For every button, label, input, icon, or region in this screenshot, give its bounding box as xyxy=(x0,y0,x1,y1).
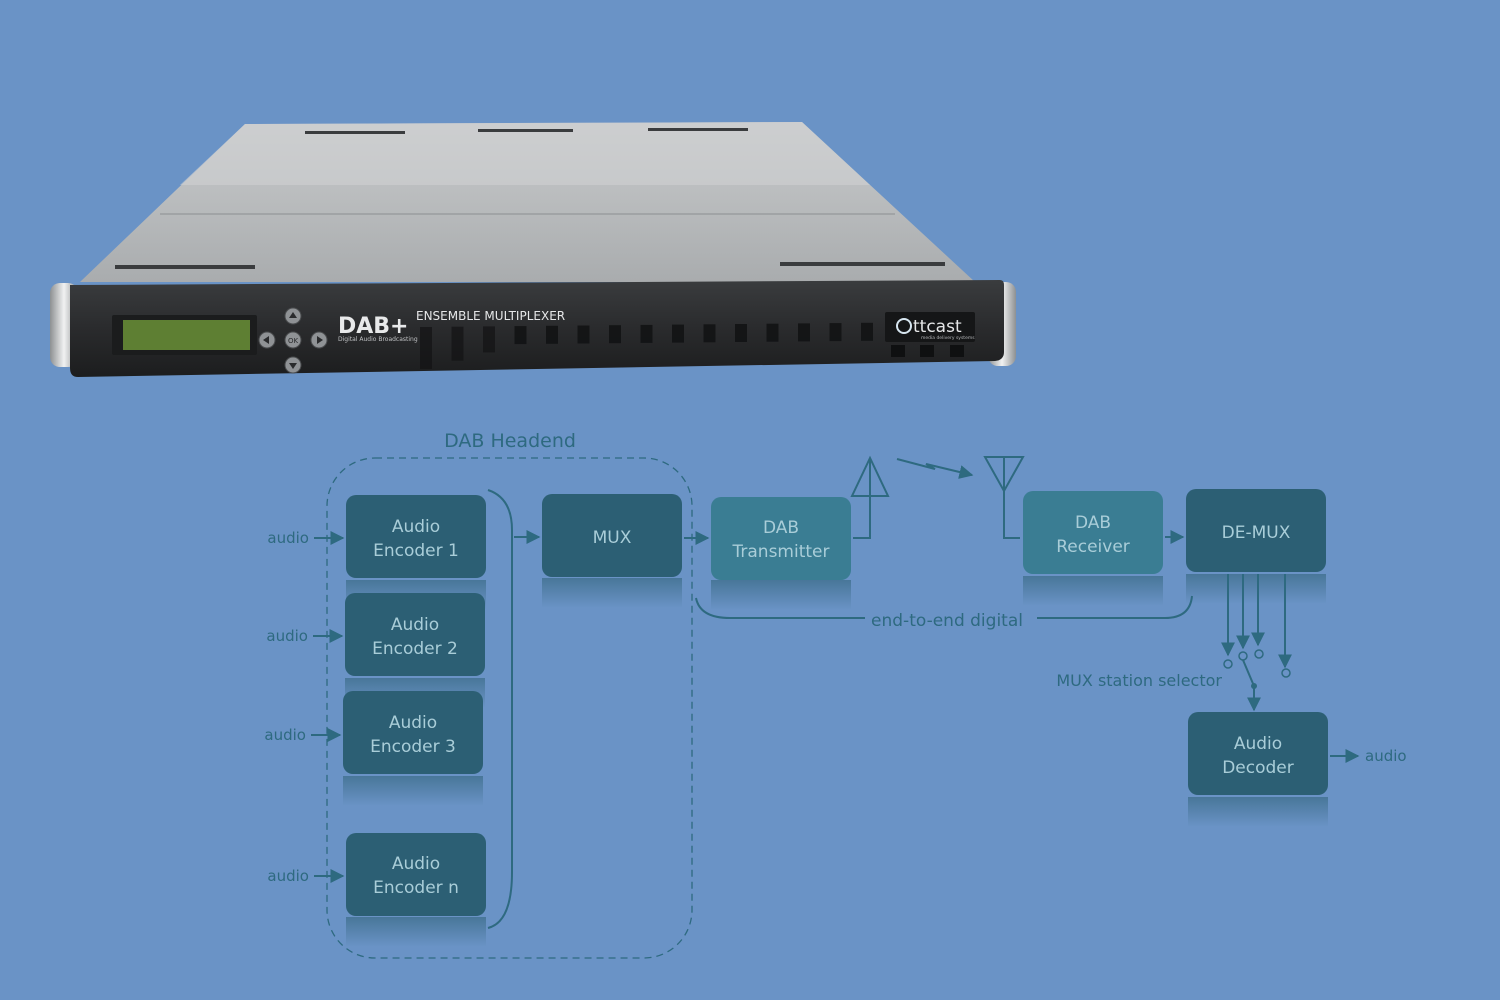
encoder-bracket xyxy=(487,489,513,929)
ensemble-multiplexer-device: OK DAB+ Digital Audio Broadcasting ENSEM… xyxy=(50,122,1016,377)
encoder-3-line2: Encoder 3 xyxy=(370,737,456,757)
encoder-box-n: Audio Encoder n xyxy=(346,833,486,916)
brand-name: ttcast xyxy=(913,317,962,337)
encoder-2-line2: Encoder 2 xyxy=(372,639,458,659)
demux-label: DE-MUX xyxy=(1222,523,1291,543)
ottcast-logo-icon xyxy=(896,318,912,334)
vent-slot xyxy=(514,326,527,345)
nav-ok-button[interactable] xyxy=(284,331,302,349)
vent-slot xyxy=(640,324,653,343)
device-model-title: ENSEMBLE MULTIPLEXER xyxy=(416,309,565,323)
receiver-box: DAB Receiver xyxy=(1023,491,1163,574)
vent-slot xyxy=(577,325,590,344)
vent-slot xyxy=(420,327,432,369)
headend-boundary xyxy=(326,457,693,959)
demux-output-lines xyxy=(1221,574,1292,669)
vent-slot xyxy=(766,323,779,342)
end-to-end-bracket-right xyxy=(1037,595,1193,619)
selector-label: MUX station selector xyxy=(1056,671,1222,690)
output-label: audio xyxy=(1365,747,1407,765)
transmitter-box: DAB Transmitter xyxy=(711,497,851,580)
front-vents xyxy=(420,322,873,369)
receiver-line2: Receiver xyxy=(1056,537,1130,557)
encoder-box-3: Audio Encoder 3 xyxy=(343,691,483,774)
transmit-antenna-icon xyxy=(850,455,890,539)
vent-slot xyxy=(703,324,716,343)
mux-box: MUX xyxy=(542,494,682,577)
input-arrows xyxy=(311,531,345,883)
top-vents xyxy=(115,128,945,269)
decoder-line2: Decoder xyxy=(1222,758,1294,778)
vent-slot xyxy=(829,323,842,342)
encoder-n-line2: Encoder n xyxy=(373,878,459,898)
dab-logo-subtitle: Digital Audio Broadcasting xyxy=(338,336,418,343)
end-to-end-bracket-left xyxy=(695,597,865,619)
device-front-panel xyxy=(70,280,1004,377)
vent-slot xyxy=(672,324,684,343)
lcd-display xyxy=(123,320,250,350)
encoder-n-line1: Audio xyxy=(392,854,440,874)
encoder-3-line1: Audio xyxy=(389,713,437,733)
selector-contacts xyxy=(1223,649,1291,678)
vent-slot xyxy=(451,326,464,361)
vent-slot xyxy=(798,323,810,342)
input-label-3: audio xyxy=(264,726,306,744)
transmitter-line2: Transmitter xyxy=(732,542,830,562)
selector-switch-icon xyxy=(1242,659,1255,687)
input-label-1: audio xyxy=(267,529,309,547)
headend-label: DAB Headend xyxy=(444,430,576,452)
encoder-1-line1: Audio xyxy=(392,517,440,537)
receiver-line1: DAB xyxy=(1075,513,1111,533)
dab-diagram: DAB Headend Audio Encoder 1 Audio Encode… xyxy=(264,430,1407,959)
box-reflections xyxy=(343,574,1328,947)
input-label-2: audio xyxy=(266,627,308,645)
end-to-end-label: end-to-end digital xyxy=(871,611,1023,631)
encoder-1-line2: Encoder 1 xyxy=(373,541,459,561)
nav-ok-label: OK xyxy=(288,337,299,345)
brand-tagline: media delivery systems xyxy=(921,335,975,341)
receive-antenna-icon xyxy=(983,456,1025,539)
radio-link-icon xyxy=(896,458,974,479)
transmitter-line1: DAB xyxy=(763,518,799,538)
vent-slot xyxy=(861,322,873,341)
demux-box: DE-MUX xyxy=(1186,489,1326,572)
encoder-2-line1: Audio xyxy=(391,615,439,635)
dab-plus-logo: DAB+ xyxy=(338,314,409,339)
vent-slot xyxy=(609,325,621,344)
encoder-box-2: Audio Encoder 2 xyxy=(345,593,485,676)
decoder-line1: Audio xyxy=(1234,734,1282,754)
vent-slot xyxy=(483,326,495,353)
mux-label: MUX xyxy=(593,528,632,548)
vent-slot xyxy=(546,325,558,344)
vent-slot xyxy=(735,324,747,342)
encoder-box-1: Audio Encoder 1 xyxy=(346,495,486,578)
input-label-n: audio xyxy=(267,867,309,885)
decoder-box: Audio Decoder xyxy=(1188,712,1328,795)
